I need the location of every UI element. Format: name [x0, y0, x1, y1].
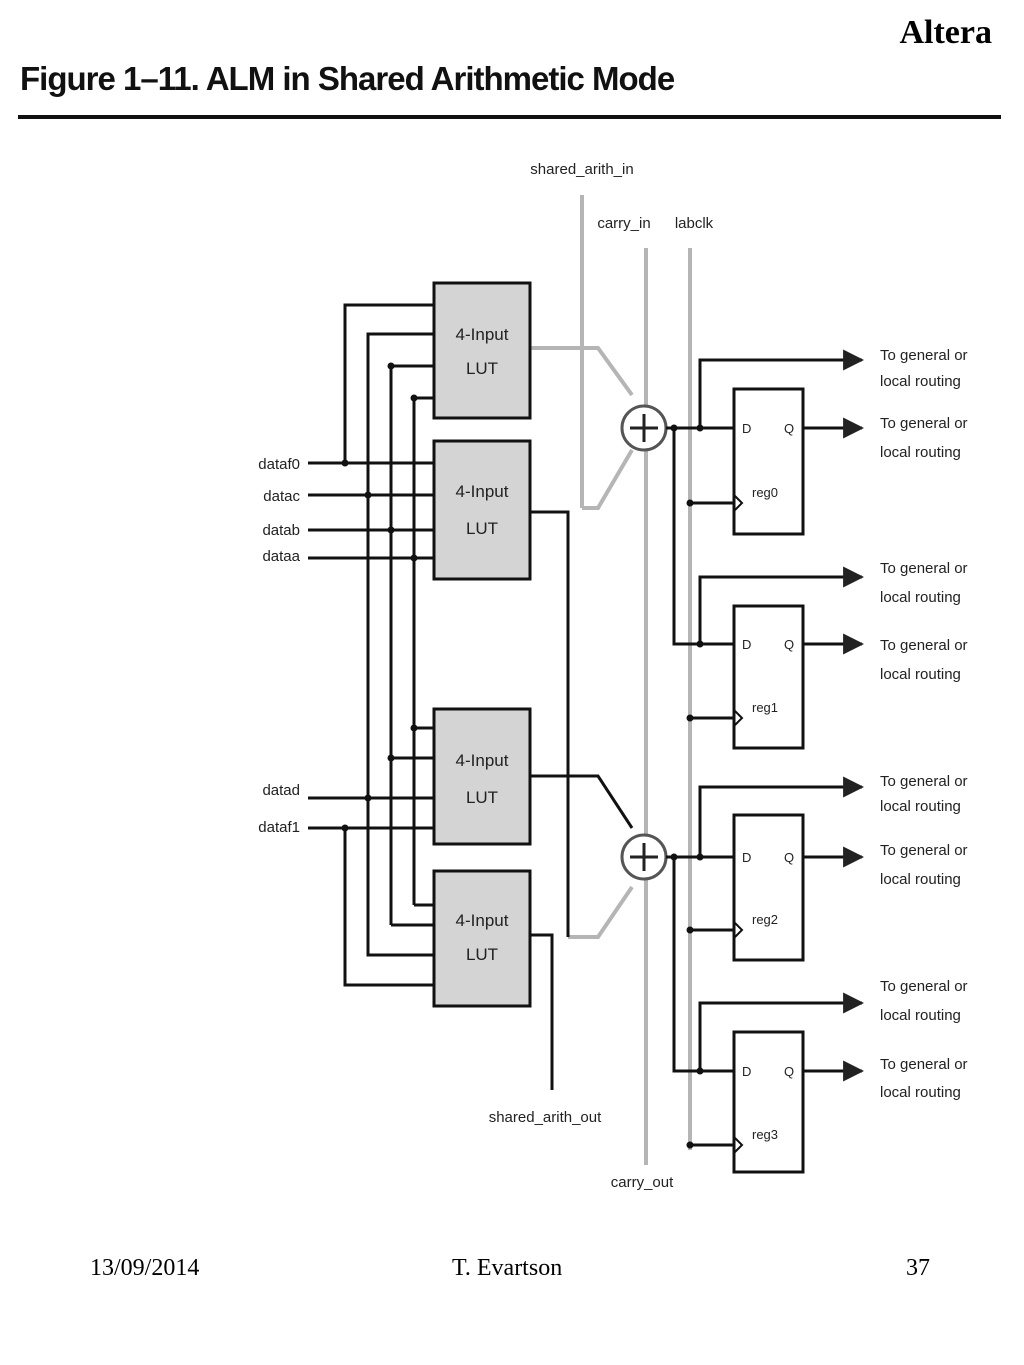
register-name: reg1: [752, 700, 778, 715]
register-name: reg2: [752, 912, 778, 927]
output-label-line1: To general or: [880, 415, 968, 432]
output-label-line2: local routing: [880, 666, 961, 683]
output-label-line1: To general or: [880, 637, 968, 654]
junction-dots: [341, 362, 418, 832]
lut-label-line2: LUT: [466, 945, 498, 964]
register-q-port: Q: [784, 1064, 794, 1079]
input-wiring: [308, 303, 634, 1090]
register-name: reg0: [752, 485, 778, 500]
output-label-line2: local routing: [880, 871, 961, 888]
carry-out-label: carry_out: [611, 1174, 674, 1191]
lut-label-line1: 4-Input: [456, 911, 509, 930]
shared-arith-out-label: shared_arith_out: [489, 1109, 602, 1126]
register-3: D Q reg3: [732, 1030, 805, 1174]
register-q-port: Q: [784, 421, 794, 436]
input-label-datab: datab: [262, 522, 300, 539]
register-q-port: Q: [784, 637, 794, 652]
title-rule: [18, 115, 1001, 119]
lut-block-3: 4-Input LUT: [432, 869, 532, 1008]
lut-label-line2: LUT: [466, 359, 498, 378]
lut-label-line2: LUT: [466, 519, 498, 538]
adder-0: [620, 404, 668, 452]
labclk-label: labclk: [675, 215, 714, 232]
output-label-line2: local routing: [880, 1084, 961, 1101]
register-d-port: D: [742, 850, 751, 865]
register-1: D Q reg1: [732, 604, 805, 750]
lut-block-2: 4-Input LUT: [432, 707, 532, 846]
alm-shared-arithmetic-diagram: shared_arith_in carry_in labclk 4-Input …: [258, 161, 968, 1191]
shared-arith-in-to-adder0: [582, 448, 634, 510]
output-labels: To general or local routing To general o…: [880, 347, 968, 1101]
input-labels: dataf0 datac datab dataa datad dataf1: [258, 456, 300, 836]
lut-label-line1: 4-Input: [456, 751, 509, 770]
bus-lines: [530, 195, 692, 1165]
brand-title: Altera: [899, 14, 992, 51]
register-junction-dots: [670, 424, 704, 1149]
output-label-line2: local routing: [880, 1007, 961, 1024]
lut-block-0: 4-Input LUT: [432, 281, 532, 420]
output-label-line1: To general or: [880, 842, 968, 859]
input-label-datad: datad: [262, 782, 300, 799]
lut-label-line1: 4-Input: [456, 482, 509, 501]
input-label-dataa: dataa: [262, 548, 300, 565]
register-q-port: Q: [784, 850, 794, 865]
shared-path-to-adder1: [568, 885, 634, 939]
output-label-line2: local routing: [880, 798, 961, 815]
shared-arith-in-label: shared_arith_in: [530, 161, 633, 178]
output-label-line2: local routing: [880, 589, 961, 606]
lut0-to-adder0: [530, 346, 634, 397]
register-d-port: D: [742, 1064, 751, 1079]
adder-1: [620, 833, 668, 881]
output-label-line2: local routing: [880, 444, 961, 461]
output-label-line1: To general or: [880, 347, 968, 364]
register-2: D Q reg2: [732, 813, 805, 962]
output-label-line1: To general or: [880, 978, 968, 995]
figure-title: Figure 1–11. ALM in Shared Arithmetic Mo…: [20, 60, 675, 97]
lut-block-1: 4-Input LUT: [432, 439, 532, 581]
footer-date: 13/09/2014: [90, 1255, 200, 1281]
lut-label-line1: 4-Input: [456, 325, 509, 344]
register-d-port: D: [742, 637, 751, 652]
carry-in-label: carry_in: [597, 215, 650, 232]
register-0: D Q reg0: [732, 387, 805, 536]
output-label-line1: To general or: [880, 773, 968, 790]
register-d-port: D: [742, 421, 751, 436]
output-label-line1: To general or: [880, 1056, 968, 1073]
output-label-line2: local routing: [880, 373, 961, 390]
lut-label-line2: LUT: [466, 788, 498, 807]
output-label-line1: To general or: [880, 560, 968, 577]
footer-author: T. Evartson: [452, 1255, 563, 1281]
input-label-datac: datac: [263, 488, 300, 505]
footer-page-number: 37: [906, 1255, 930, 1281]
input-label-dataf1: dataf1: [258, 819, 300, 836]
register-name: reg3: [752, 1127, 778, 1142]
input-label-dataf0: dataf0: [258, 456, 300, 473]
